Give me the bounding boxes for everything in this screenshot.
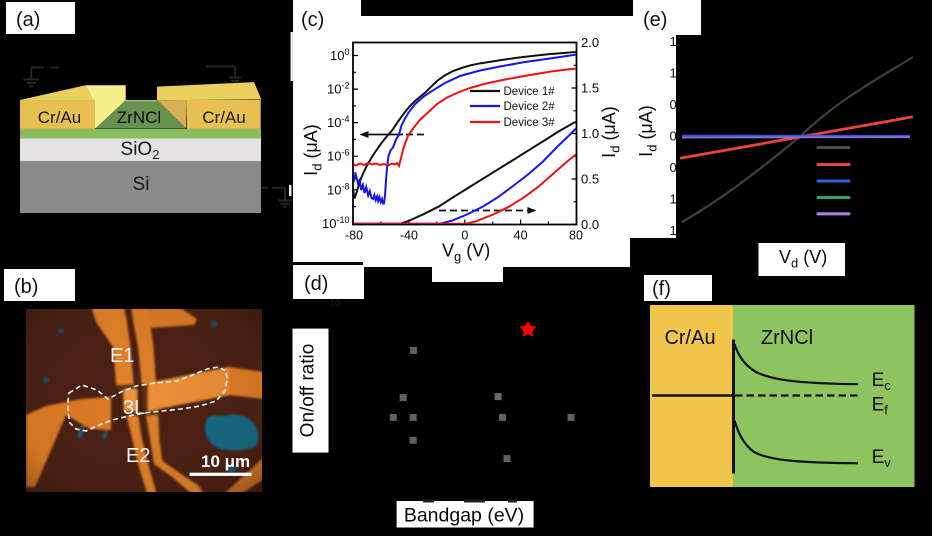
svg-text:(e): (e)	[643, 9, 667, 31]
svg-text:1: 1	[670, 223, 677, 238]
svg-text:(a): (a)	[16, 9, 40, 31]
svg-text:Device 3#: Device 3#	[504, 117, 556, 129]
svg-text:Bandgap (eV): Bandgap (eV)	[404, 505, 524, 527]
svg-text:(f): (f)	[652, 278, 671, 300]
svg-text:Id (μA): Id (μA)	[636, 105, 660, 157]
svg-text:-80: -80	[345, 229, 363, 243]
svg-text:1.0: 1.0	[581, 126, 599, 141]
svg-text:1.5: 1.5	[581, 81, 599, 96]
svg-text:ZrNCl: ZrNCl	[117, 108, 161, 127]
svg-text:1: 1	[670, 34, 677, 49]
svg-text:(c): (c)	[301, 9, 324, 31]
svg-text:Id (μA): Id (μA)	[301, 124, 325, 176]
svg-text:On/off ratio: On/off ratio	[298, 344, 319, 438]
svg-text:Device 2#: Device 2#	[504, 101, 556, 113]
svg-text:(d): (d)	[304, 273, 328, 295]
svg-text:0: 0	[670, 129, 677, 144]
svg-text:1: 1	[670, 192, 677, 207]
svg-text:E2: E2	[126, 445, 150, 467]
svg-text:Cr/Au: Cr/Au	[664, 327, 715, 349]
svg-text:2.0: 2.0	[581, 35, 599, 50]
svg-text:1: 1	[670, 66, 677, 81]
svg-text:Vg (V): Vg (V)	[442, 241, 490, 265]
svg-text:0.5: 0.5	[581, 172, 599, 187]
svg-text:-40: -40	[400, 229, 418, 243]
svg-text:Id (μA): Id (μA)	[599, 106, 623, 158]
svg-text:Device 1#: Device 1#	[504, 86, 556, 98]
svg-text:Ef: Ef	[872, 395, 889, 418]
svg-text:3L: 3L	[123, 397, 145, 419]
svg-text:Cr/Au: Cr/Au	[202, 108, 245, 127]
svg-text:SiO2: SiO2	[121, 139, 160, 162]
svg-text:0: 0	[670, 160, 677, 175]
svg-text:10: 10	[330, 298, 340, 308]
svg-text:Si: Si	[133, 174, 150, 195]
svg-text:0: 0	[670, 97, 677, 112]
svg-text:ZrNCl: ZrNCl	[761, 327, 813, 349]
svg-text:40: 40	[514, 229, 528, 243]
svg-text:Vd (V): Vd (V)	[779, 247, 827, 271]
svg-text:10 μm: 10 μm	[201, 452, 250, 471]
svg-text:Cr/Au: Cr/Au	[38, 108, 81, 127]
svg-text:80: 80	[569, 229, 583, 243]
svg-text:E1: E1	[110, 345, 134, 367]
svg-text:0: 0	[461, 229, 468, 243]
svg-text:(b): (b)	[14, 276, 38, 298]
svg-text:0.0: 0.0	[581, 217, 599, 232]
